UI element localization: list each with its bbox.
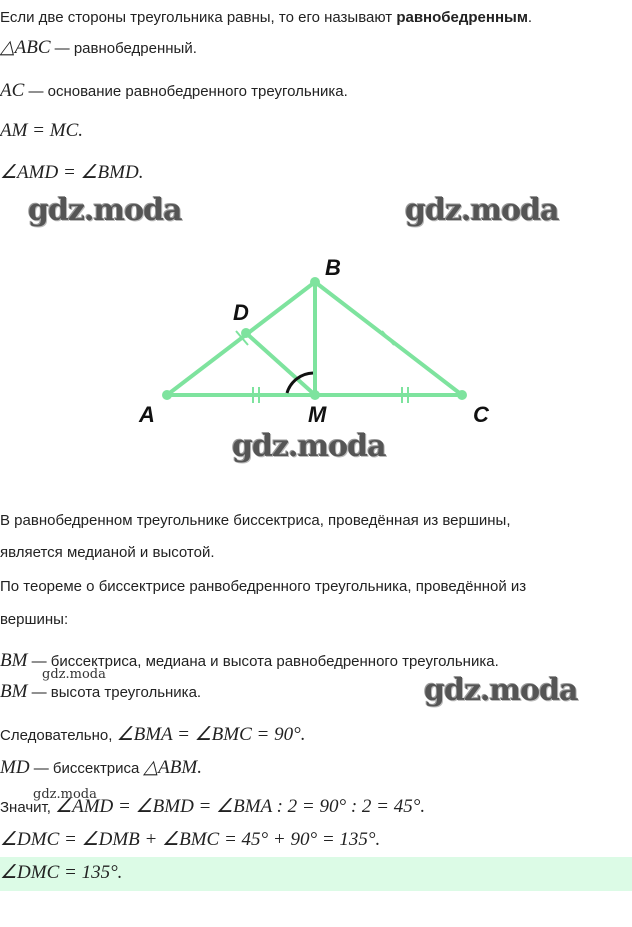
text-segment: — биссектриса <box>29 760 144 777</box>
label-c: C <box>473 402 490 427</box>
watermark: gdz.moda <box>405 193 560 228</box>
text-segment: В равнобедренном треугольнике биссектрис… <box>0 512 511 529</box>
watermark: gdz.moda <box>28 193 183 228</box>
answer-highlight <box>0 857 632 891</box>
angle-arc <box>285 371 314 394</box>
text-line: Если две стороны треугольника равны, то … <box>0 8 532 28</box>
text-line: Следовательно, ∠BMA = ∠BMC = 90°. <box>0 725 305 746</box>
point-a <box>162 390 172 400</box>
text-segment: . <box>527 9 533 26</box>
text-line: ∠DMC = 135°. <box>0 863 122 884</box>
math-expression: ∠AMD = ∠BMD = ∠BMA : 2 = 90° : 2 = 45°. <box>55 796 426 817</box>
watermark: gdz.moda <box>33 787 97 802</box>
label-d: D <box>233 300 249 325</box>
text-segment: равнобедренным <box>396 9 528 26</box>
point-c <box>457 390 467 400</box>
math-expression: BM <box>0 650 28 671</box>
math-expression: △ABM. <box>143 757 202 778</box>
point-m <box>310 390 320 400</box>
label-b: B <box>325 255 341 280</box>
tick-mark <box>381 330 395 346</box>
text-segment: вершины: <box>0 611 69 628</box>
math-expression: ∠DMC = 135°. <box>0 862 123 883</box>
text-segment: — основание равнобедренного треугольника… <box>24 83 348 100</box>
text-line: ∠DMC = ∠DMB + ∠BMC = 45° + 90° = 135°. <box>0 830 380 851</box>
text-line: вершины: <box>0 610 68 630</box>
math-expression: AC <box>0 80 25 101</box>
text-line: AC — основание равнобедренного треугольн… <box>0 81 348 102</box>
text-line: По теореме о биссектрисе ранвобедренного… <box>0 577 526 597</box>
label-m: M <box>308 402 327 427</box>
text-segment: Если две стороны треугольника равны, то … <box>0 9 397 26</box>
text-segment: — высота треугольника. <box>27 684 202 701</box>
math-expression: AM = MC. <box>0 120 84 141</box>
text-line: BM — высота треугольника. <box>0 682 201 703</box>
text-segment: По теореме о биссектрисе ранвобедренного… <box>0 578 527 595</box>
text-segment: Следовательно, <box>0 727 117 744</box>
side-ab <box>165 280 317 397</box>
watermark: gdz.moda <box>42 667 106 682</box>
text-segment: Значит, <box>0 799 56 816</box>
math-expression: BM <box>0 681 28 702</box>
text-line: В равнобедренном треугольнике биссектрис… <box>0 511 511 531</box>
math-expression: ∠AMD = ∠BMD. <box>0 162 144 183</box>
point-d <box>241 328 251 338</box>
tick-mark <box>235 330 249 346</box>
watermark: gdz.moda <box>424 673 579 708</box>
point-b <box>310 277 320 287</box>
text-segment: — биссектриса, медиана и высота равнобед… <box>27 653 499 670</box>
text-line: BM — биссектриса, медиана и высота равно… <box>0 651 499 672</box>
watermark: gdz.moda <box>232 429 387 464</box>
text-segment: — равнобедренный. <box>50 40 197 57</box>
text-line: △ABC — равнобедренный. <box>0 38 197 59</box>
text-line: Значит, ∠AMD = ∠BMD = ∠BMA : 2 = 90° : 2… <box>0 797 425 818</box>
text-line: ∠AMD = ∠BMD. <box>0 163 143 184</box>
math-expression: △ABC <box>0 37 51 58</box>
text-line: является медианой и высотой. <box>0 543 215 563</box>
math-expression: MD <box>0 757 30 778</box>
text-line: AM = MC. <box>0 121 83 142</box>
math-expression: ∠BMA = ∠BMC = 90°. <box>116 724 306 745</box>
text-line: MD — биссектриса △ABM. <box>0 758 202 779</box>
math-expression: ∠DMC = ∠DMB + ∠BMC = 45° + 90° = 135°. <box>0 829 381 850</box>
segment-dm <box>244 331 317 397</box>
text-segment: является медианой и высотой. <box>0 544 215 561</box>
label-a: A <box>138 402 155 427</box>
